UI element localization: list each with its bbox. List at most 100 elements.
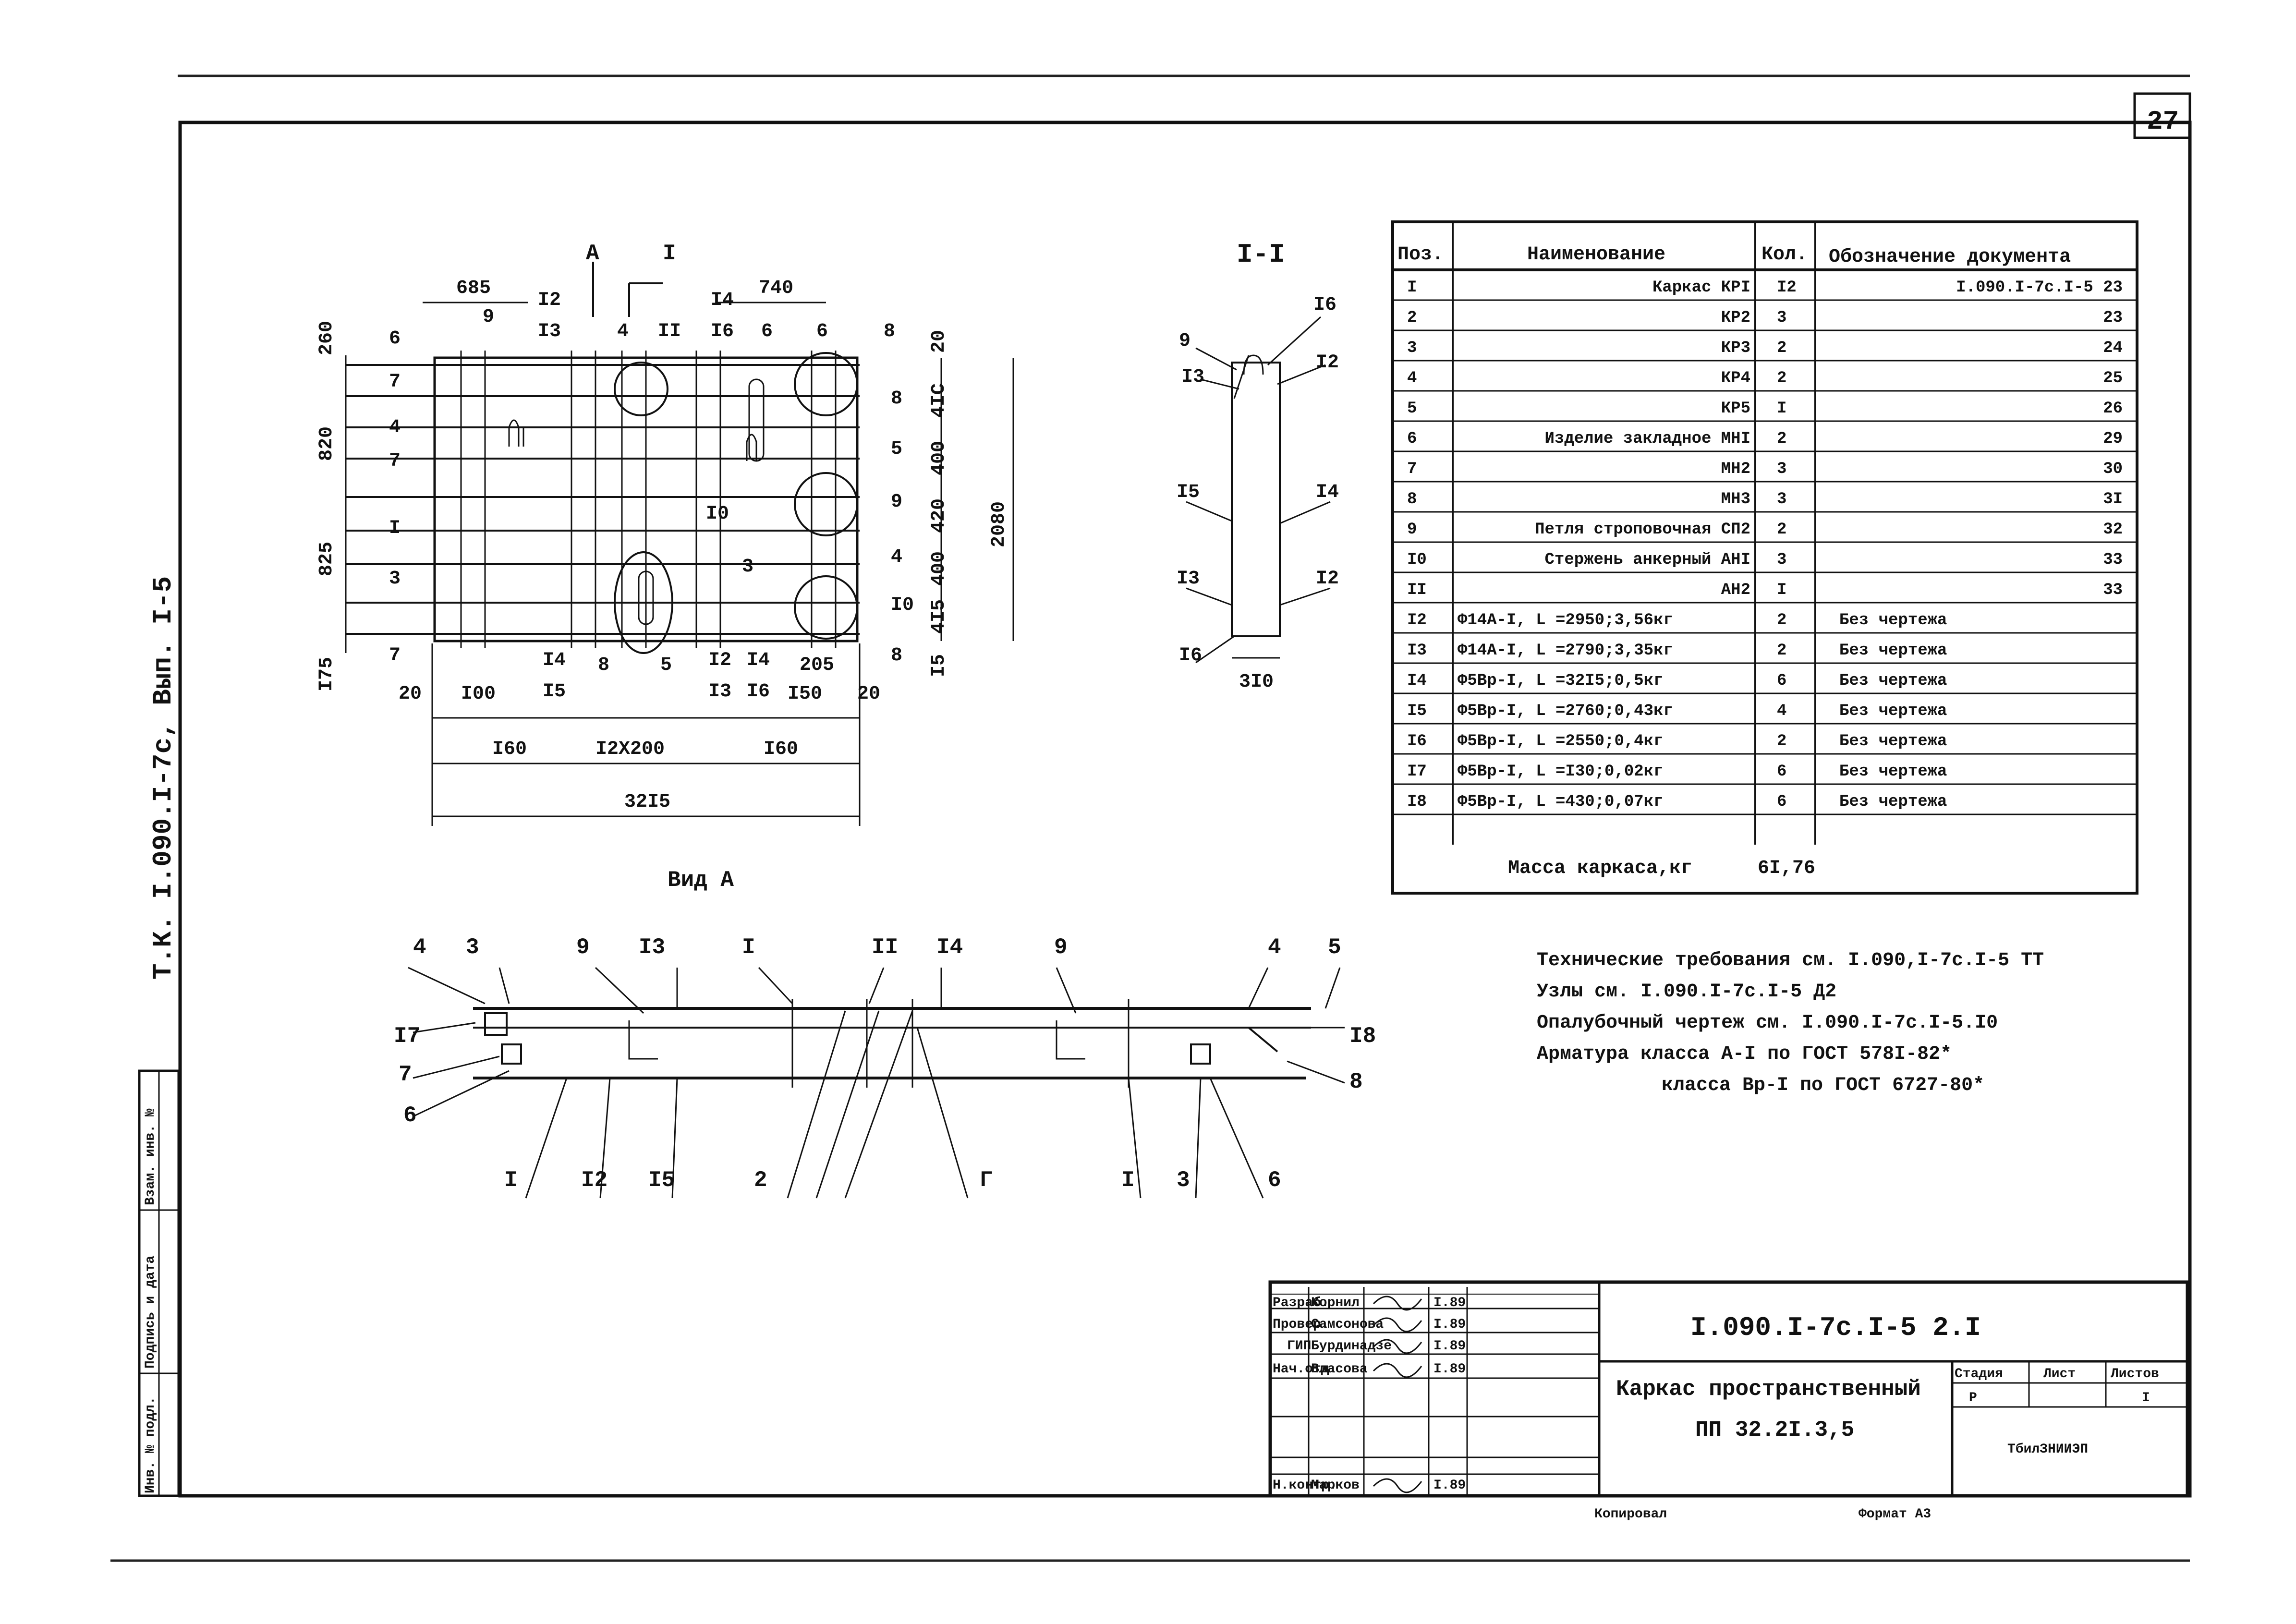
spec-cell-qty: 6 bbox=[1777, 672, 1786, 690]
spec-header-qty: Кол. bbox=[1761, 244, 1808, 266]
spec-cell-name: Ф14А-I, L =2950;3,56кг bbox=[1458, 611, 1673, 630]
plan-pos-bottom-2: I5 bbox=[543, 681, 566, 703]
plan-pos-top-2: I3 bbox=[538, 321, 561, 342]
spec-cell-doc: 30 bbox=[2103, 460, 2123, 478]
spec-cell-name: Ф5Вр-I, L =430;0,07кг bbox=[1458, 793, 1663, 811]
plan-pos-top-10: 8 bbox=[884, 321, 895, 342]
spec-cell-qty: 2 bbox=[1777, 732, 1786, 751]
view-a-side-1: I7 bbox=[394, 1024, 420, 1049]
spec-cell-pos: 8 bbox=[1407, 490, 1417, 509]
section-label-6: I4 bbox=[1316, 482, 1339, 503]
plan-pos-top-7: II bbox=[658, 321, 681, 342]
plan-dim-bottom-5: 20 bbox=[857, 683, 880, 705]
plan-pos-left-2: 7 bbox=[389, 371, 401, 393]
spec-cell-qty: 3 bbox=[1777, 490, 1786, 509]
spec-cell-doc: Без чертежа bbox=[1839, 793, 1947, 811]
spec-cell-qty: I bbox=[1777, 581, 1786, 599]
spec-cell-doc: 33 bbox=[2103, 581, 2123, 599]
spec-cell-doc: Без чертежа bbox=[1839, 732, 1947, 751]
section-label-4: I2 bbox=[1316, 352, 1339, 374]
tb-name-3: Бурдинадзе bbox=[1311, 1339, 1392, 1354]
note-1: Технические требования см. I.090,I-7с.I-… bbox=[1537, 950, 2044, 971]
spec-cell-qty: 2 bbox=[1777, 430, 1786, 448]
spec-cell-doc: 32 bbox=[2103, 521, 2123, 539]
tb-role-4: Нач.отд. bbox=[1273, 1362, 1337, 1377]
spec-cell-name: Ф5Вр-I, L =I30;0,02кг bbox=[1458, 763, 1663, 781]
plan-pos-left-7: 7 bbox=[389, 645, 401, 667]
tb-date-1: I.89 bbox=[1433, 1296, 1466, 1310]
tb-name-2: Самсонова bbox=[1311, 1317, 1384, 1332]
view-a-top-1: 4 bbox=[413, 935, 426, 960]
plan-dim-right-3: 400 bbox=[928, 441, 950, 475]
plan-dim-top-1: 685 bbox=[456, 278, 491, 299]
spec-cell-name: Ф5Вр-I, L =32I5;0,5кг bbox=[1458, 672, 1663, 690]
note-5: класса Вр-I по ГОСТ 6727-80* bbox=[1662, 1075, 1984, 1096]
sheet-number: 27 bbox=[2147, 106, 2179, 137]
plan-dim-overall-height: 2080 bbox=[988, 501, 1010, 547]
spec-cell-pos: 3 bbox=[1407, 339, 1417, 357]
plan-dim-bottom-1: 20 bbox=[399, 683, 422, 705]
plan-view bbox=[345, 262, 1014, 826]
spec-cell-qty: 4 bbox=[1777, 702, 1786, 720]
view-a-title: Вид А bbox=[668, 868, 734, 893]
plan-dim-right-2: 4IC bbox=[928, 383, 950, 418]
spec-cell-qty: 3 bbox=[1777, 551, 1786, 569]
plan-pos-inner-5: 3 bbox=[742, 556, 753, 578]
view-a-side-4: I8 bbox=[1349, 1024, 1376, 1049]
plan-dim-bottom-4: I50 bbox=[788, 683, 822, 705]
tb-signatures bbox=[1373, 1296, 1422, 1493]
view-a-top-2: 3 bbox=[466, 935, 479, 960]
tb-organization: ТбилЗНИИЭП bbox=[2007, 1442, 2088, 1457]
tb-date-4: I.89 bbox=[1433, 1362, 1466, 1377]
view-a-top-5: I bbox=[742, 935, 755, 960]
drawing-frame bbox=[178, 121, 2192, 1498]
section-width-dim: 3I0 bbox=[1239, 671, 1274, 693]
spec-cell-name: КР5 bbox=[1721, 400, 1750, 418]
tb-stage-header: Стадия bbox=[1955, 1367, 2003, 1382]
spec-cell-qty: I2 bbox=[1777, 279, 1797, 297]
copied-note: Копировал bbox=[1594, 1507, 1667, 1522]
plan-pos-inner-2: 5 bbox=[891, 438, 902, 460]
tb-sheet-header: Лист bbox=[2043, 1367, 2076, 1382]
stamp-cell-sign: Подпись и дата bbox=[143, 1256, 158, 1369]
tb-code: I.090.I-7с.I-5 2.I bbox=[1690, 1312, 1981, 1343]
spec-cell-doc: Без чертежа bbox=[1839, 611, 1947, 630]
note-3: Опалубочный чертеж см. I.090.I-7с.I-5.I0 bbox=[1537, 1012, 1998, 1034]
spec-cell-doc: I.090.I-7с.I-5 23 bbox=[1956, 279, 2123, 297]
plan-dim-left-1: 260 bbox=[316, 321, 338, 355]
plan-pos-left-6: 3 bbox=[389, 568, 401, 590]
plan-dim-right-6: 4I5 bbox=[928, 599, 950, 634]
plan-pos-left-5: I bbox=[389, 518, 401, 539]
tb-role-1: Разраб. bbox=[1273, 1296, 1329, 1310]
plan-dim-bottom-8: I60 bbox=[764, 739, 798, 760]
view-a-side-2: 7 bbox=[399, 1062, 412, 1087]
plan-mark-section: I bbox=[663, 241, 676, 266]
view-a-bottom-7: 3 bbox=[1177, 1168, 1190, 1193]
plan-pos-bottom-8: I6 bbox=[747, 681, 770, 703]
view-a-side-5: 8 bbox=[1349, 1069, 1363, 1094]
spec-cell-qty: 2 bbox=[1777, 339, 1786, 357]
plan-dim-overall-length: 32I5 bbox=[624, 791, 670, 813]
spec-cell-doc: Без чертежа bbox=[1839, 672, 1947, 690]
plan-pos-bottom-6: I3 bbox=[708, 681, 731, 703]
spec-cell-doc: 3I bbox=[2103, 490, 2123, 509]
view-a-top-10: 5 bbox=[1328, 935, 1341, 960]
spec-cell-doc: 26 bbox=[2103, 400, 2123, 418]
section-label-7: I3 bbox=[1177, 568, 1200, 590]
spec-cell-name: Каркас КРI bbox=[1652, 279, 1750, 297]
plan-pos-top-1: I2 bbox=[538, 290, 561, 311]
plan-pos-top-3: I4 bbox=[711, 290, 734, 311]
spec-cell-name: Ф14А-I, L =2790;3,35кг bbox=[1458, 642, 1673, 660]
view-a-bottom-2: I2 bbox=[581, 1168, 607, 1193]
technical-notes: Технические требования см. I.090,I-7с.I-… bbox=[1537, 950, 2044, 1096]
section-label-1: 9 bbox=[1179, 330, 1191, 352]
spec-cell-doc: 24 bbox=[2103, 339, 2123, 357]
spec-cell-doc: 23 bbox=[2103, 309, 2123, 327]
section-label-9: I6 bbox=[1179, 645, 1202, 667]
spec-cell-qty: 6 bbox=[1777, 763, 1786, 781]
spec-cell-name: МН2 bbox=[1721, 460, 1750, 478]
plan-dim-right-4: 420 bbox=[928, 498, 950, 533]
spec-cell-qty: I bbox=[1777, 400, 1786, 418]
plan-mark-a: А bbox=[586, 241, 599, 266]
plan-pos-inner-1: 8 bbox=[891, 388, 902, 410]
